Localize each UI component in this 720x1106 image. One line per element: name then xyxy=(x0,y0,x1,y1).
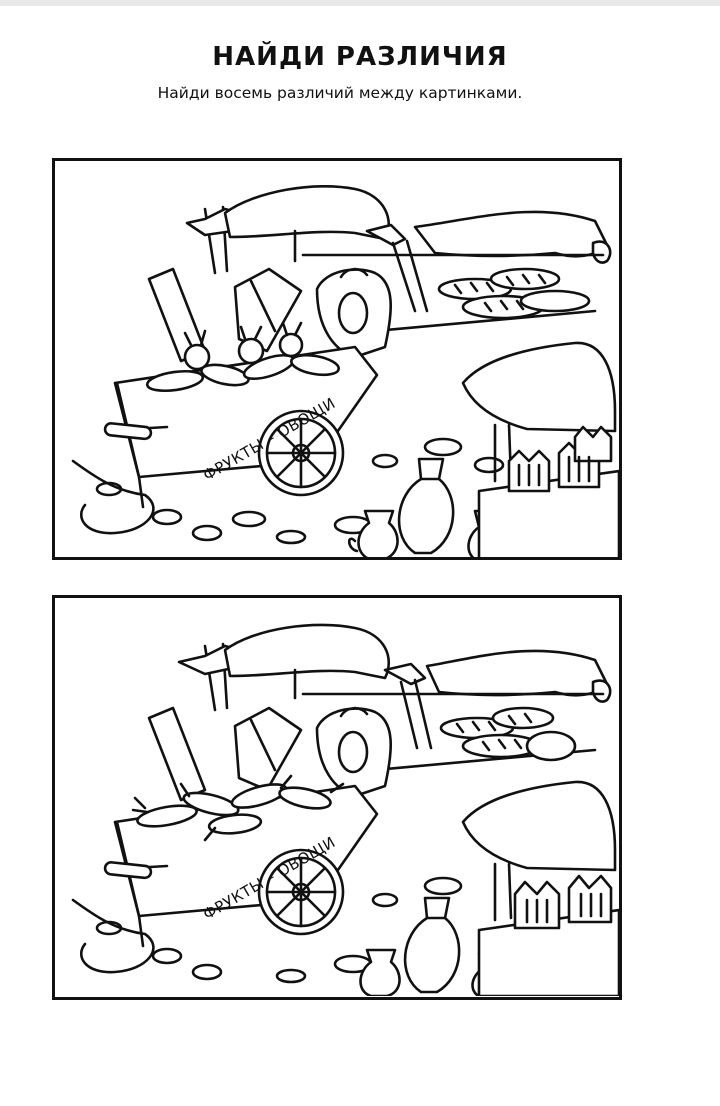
vegetable-cart: ФРУКТЫ – ОВОЩИ xyxy=(103,321,379,509)
cobblestones xyxy=(71,437,505,545)
bread-loaf xyxy=(519,289,591,313)
vase xyxy=(403,896,461,994)
stall-canopy xyxy=(177,623,612,750)
carrot xyxy=(182,791,240,817)
crates xyxy=(147,706,303,802)
cart-handle xyxy=(103,422,153,441)
beet xyxy=(237,337,265,365)
carrot xyxy=(290,353,340,377)
carrot xyxy=(278,786,332,810)
page-instruction: Найди восемь различий между картинками. xyxy=(157,84,523,102)
picture-bottom-drawing: ФРУКТЫ – ОВОЩИ xyxy=(71,623,619,996)
picture-bottom: ФРУКТЫ – ОВОЩИ xyxy=(52,595,622,1000)
beet xyxy=(183,343,211,371)
flour-sack xyxy=(315,706,392,798)
vase xyxy=(397,457,455,555)
cobblestones xyxy=(71,876,463,984)
beet xyxy=(278,332,304,358)
crown-stand xyxy=(477,425,619,557)
page-edge xyxy=(0,0,720,6)
crown xyxy=(573,425,613,463)
crates xyxy=(147,267,303,363)
bread-loaf xyxy=(491,706,555,730)
jug xyxy=(357,509,399,557)
jug xyxy=(359,948,401,996)
carrot xyxy=(207,813,263,835)
bread-loaf xyxy=(525,730,577,762)
carrot xyxy=(145,369,205,393)
picture-top: ФРУКТЫ – ОВОЩИ xyxy=(52,158,622,560)
vendor xyxy=(461,341,617,483)
crown-stand xyxy=(477,874,619,996)
stall-canopy xyxy=(185,184,612,313)
picture-top-drawing: ФРУКТЫ – ОВОЩИ xyxy=(71,184,619,557)
bread-counter xyxy=(301,692,605,772)
carrot xyxy=(136,804,198,828)
cart-handle xyxy=(103,861,153,880)
vegetable-cart: ФРУКТЫ – ОВОЩИ xyxy=(103,774,379,948)
page-title: НАЙДИ РАЗЛИЧИЯ xyxy=(212,42,508,72)
carrot xyxy=(200,363,250,387)
bread-counter xyxy=(301,253,605,333)
vendor xyxy=(461,780,617,922)
flour-sack xyxy=(315,267,392,359)
